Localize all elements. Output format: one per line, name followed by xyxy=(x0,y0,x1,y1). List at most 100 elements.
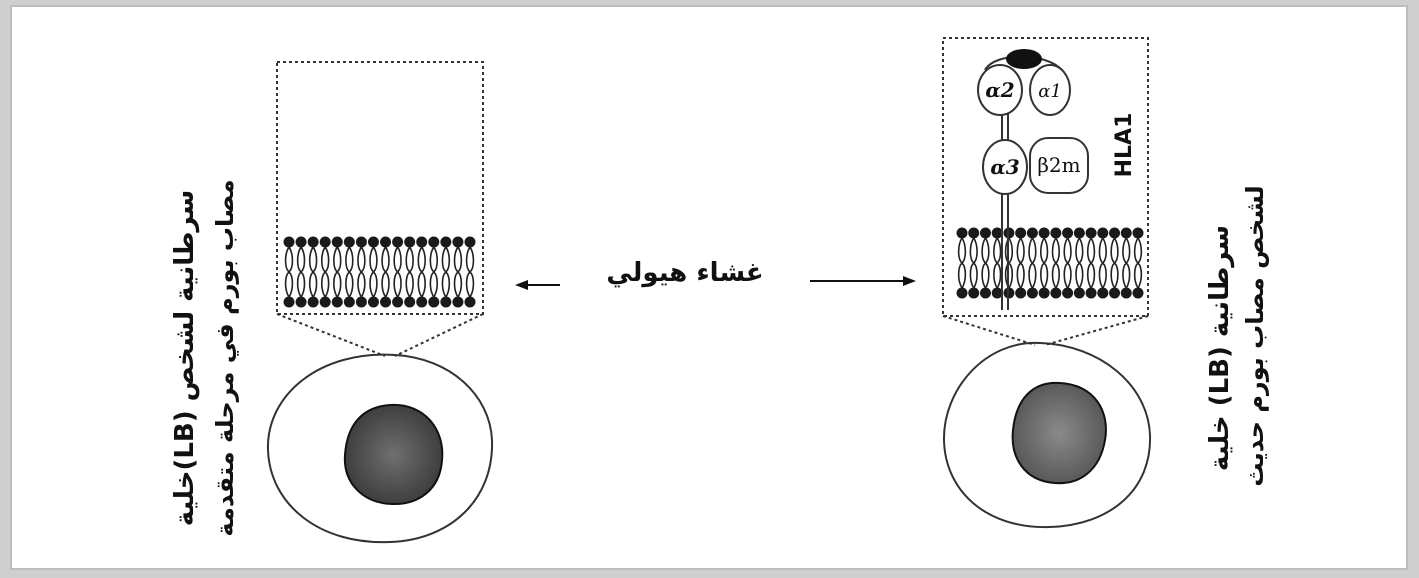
left-cell-caption-line1: خلية(LB) سرطانية لشخص xyxy=(170,189,200,527)
lipid-head xyxy=(283,296,295,308)
left-cell xyxy=(266,353,494,544)
lipid-head xyxy=(416,296,428,308)
lipid-head xyxy=(295,296,307,308)
lipid-head xyxy=(1062,227,1074,239)
lipid-head xyxy=(1015,287,1027,299)
lipid-head xyxy=(367,236,379,248)
lipid-head xyxy=(979,227,991,239)
lipid-head xyxy=(979,287,991,299)
lipid-tail xyxy=(1016,237,1025,290)
right-lipid-bilayer xyxy=(956,227,1144,299)
lipid-head xyxy=(440,236,452,248)
right-cell-caption-line2: لشخص مصاب بورم حديث xyxy=(1241,185,1269,487)
lipid-head xyxy=(1062,287,1074,299)
lipid-head xyxy=(428,296,440,308)
lipid-tail xyxy=(369,246,378,299)
lipid-tail xyxy=(429,246,439,299)
lipid-head xyxy=(464,296,476,308)
lipid-tail xyxy=(308,246,318,299)
lipid-head xyxy=(452,236,464,248)
lipid-tail xyxy=(969,237,978,290)
lipid-head xyxy=(392,296,404,308)
lipid-head xyxy=(283,236,295,248)
beta2m-domain xyxy=(1029,137,1089,194)
lipid-tail xyxy=(957,237,967,290)
lipid-head xyxy=(1120,287,1132,299)
lipid-head xyxy=(416,236,428,248)
lipid-head xyxy=(428,236,440,248)
lipid-head xyxy=(1073,227,1085,239)
lipid-head xyxy=(1026,287,1038,299)
lipid-tail xyxy=(1133,237,1143,290)
lipid-tail xyxy=(1051,237,1061,290)
lipid-tail xyxy=(417,246,426,299)
lipid-tail xyxy=(405,246,414,299)
lipid-tail xyxy=(465,246,475,299)
lipid-tail xyxy=(333,246,342,299)
lipid-head xyxy=(380,236,392,248)
lipid-tail xyxy=(284,246,294,299)
lipid-tail xyxy=(1098,237,1107,290)
lipid-head xyxy=(452,296,464,308)
lipid-head xyxy=(968,287,980,299)
lipid-tail xyxy=(1039,237,1049,290)
lipid-head xyxy=(1073,287,1085,299)
left-cell-caption-line2: مصاب بورم في مرحلة متقدمة xyxy=(211,179,239,537)
lipid-tail xyxy=(320,246,330,299)
lipid-head xyxy=(1097,287,1109,299)
lipid-head xyxy=(1050,287,1062,299)
hla1-label: HLA1 xyxy=(1112,112,1137,178)
lipid-tail xyxy=(1086,237,1096,290)
lipid-head xyxy=(1132,287,1144,299)
alpha1-domain xyxy=(1029,64,1071,116)
lipid-head xyxy=(404,296,416,308)
lipid-tail xyxy=(393,246,402,299)
lipid-head xyxy=(295,236,307,248)
lipid-head xyxy=(1085,227,1097,239)
hla1-molecule: α2 α1 α3 β2m xyxy=(977,49,1089,310)
lipid-head xyxy=(392,236,404,248)
lipid-head xyxy=(1026,227,1038,239)
lipid-head xyxy=(1038,287,1050,299)
lipid-tail xyxy=(1075,237,1084,290)
lipid-head xyxy=(367,296,379,308)
membrane-label: غشاء هيولي xyxy=(560,258,810,288)
lipid-head xyxy=(307,296,319,308)
lipid-head xyxy=(1097,227,1109,239)
left-zoom-box xyxy=(276,61,484,357)
lipid-head xyxy=(440,296,452,308)
lipid-head xyxy=(991,287,1003,299)
right-cell-nucleus xyxy=(1011,381,1107,485)
lipid-tail xyxy=(1122,237,1131,290)
peptide xyxy=(1006,49,1042,69)
alpha3-domain xyxy=(982,139,1028,195)
lipid-head xyxy=(1120,227,1132,239)
lipid-head xyxy=(380,296,392,308)
lipid-head xyxy=(1085,287,1097,299)
alpha2-label: α2 xyxy=(985,78,1014,102)
lipid-tail xyxy=(1110,237,1119,290)
lipid-head xyxy=(968,227,980,239)
lipid-head xyxy=(355,296,367,308)
lipid-head xyxy=(404,236,416,248)
lipid-tail xyxy=(345,246,354,299)
lipid-tail xyxy=(453,246,463,299)
alpha1-label: α1 xyxy=(1038,81,1062,102)
lipid-tail xyxy=(296,246,306,299)
lipid-head xyxy=(331,236,343,248)
right-cell-caption-line1: خلية (LB) سرطانية xyxy=(1205,224,1235,472)
left-lipid-bilayer xyxy=(283,236,476,308)
lipid-head xyxy=(343,296,355,308)
lipid-head xyxy=(307,236,319,248)
alpha3-label: α3 xyxy=(990,155,1019,179)
lipid-head xyxy=(956,287,968,299)
lipid-tail xyxy=(441,246,451,299)
lipid-head xyxy=(1050,227,1062,239)
lipid-head xyxy=(1038,227,1050,239)
lipid-tail xyxy=(1063,237,1072,290)
right-cell xyxy=(942,341,1152,529)
lipid-head xyxy=(1109,287,1121,299)
lipid-head xyxy=(343,236,355,248)
beta2m-label: β2m xyxy=(1037,153,1080,177)
